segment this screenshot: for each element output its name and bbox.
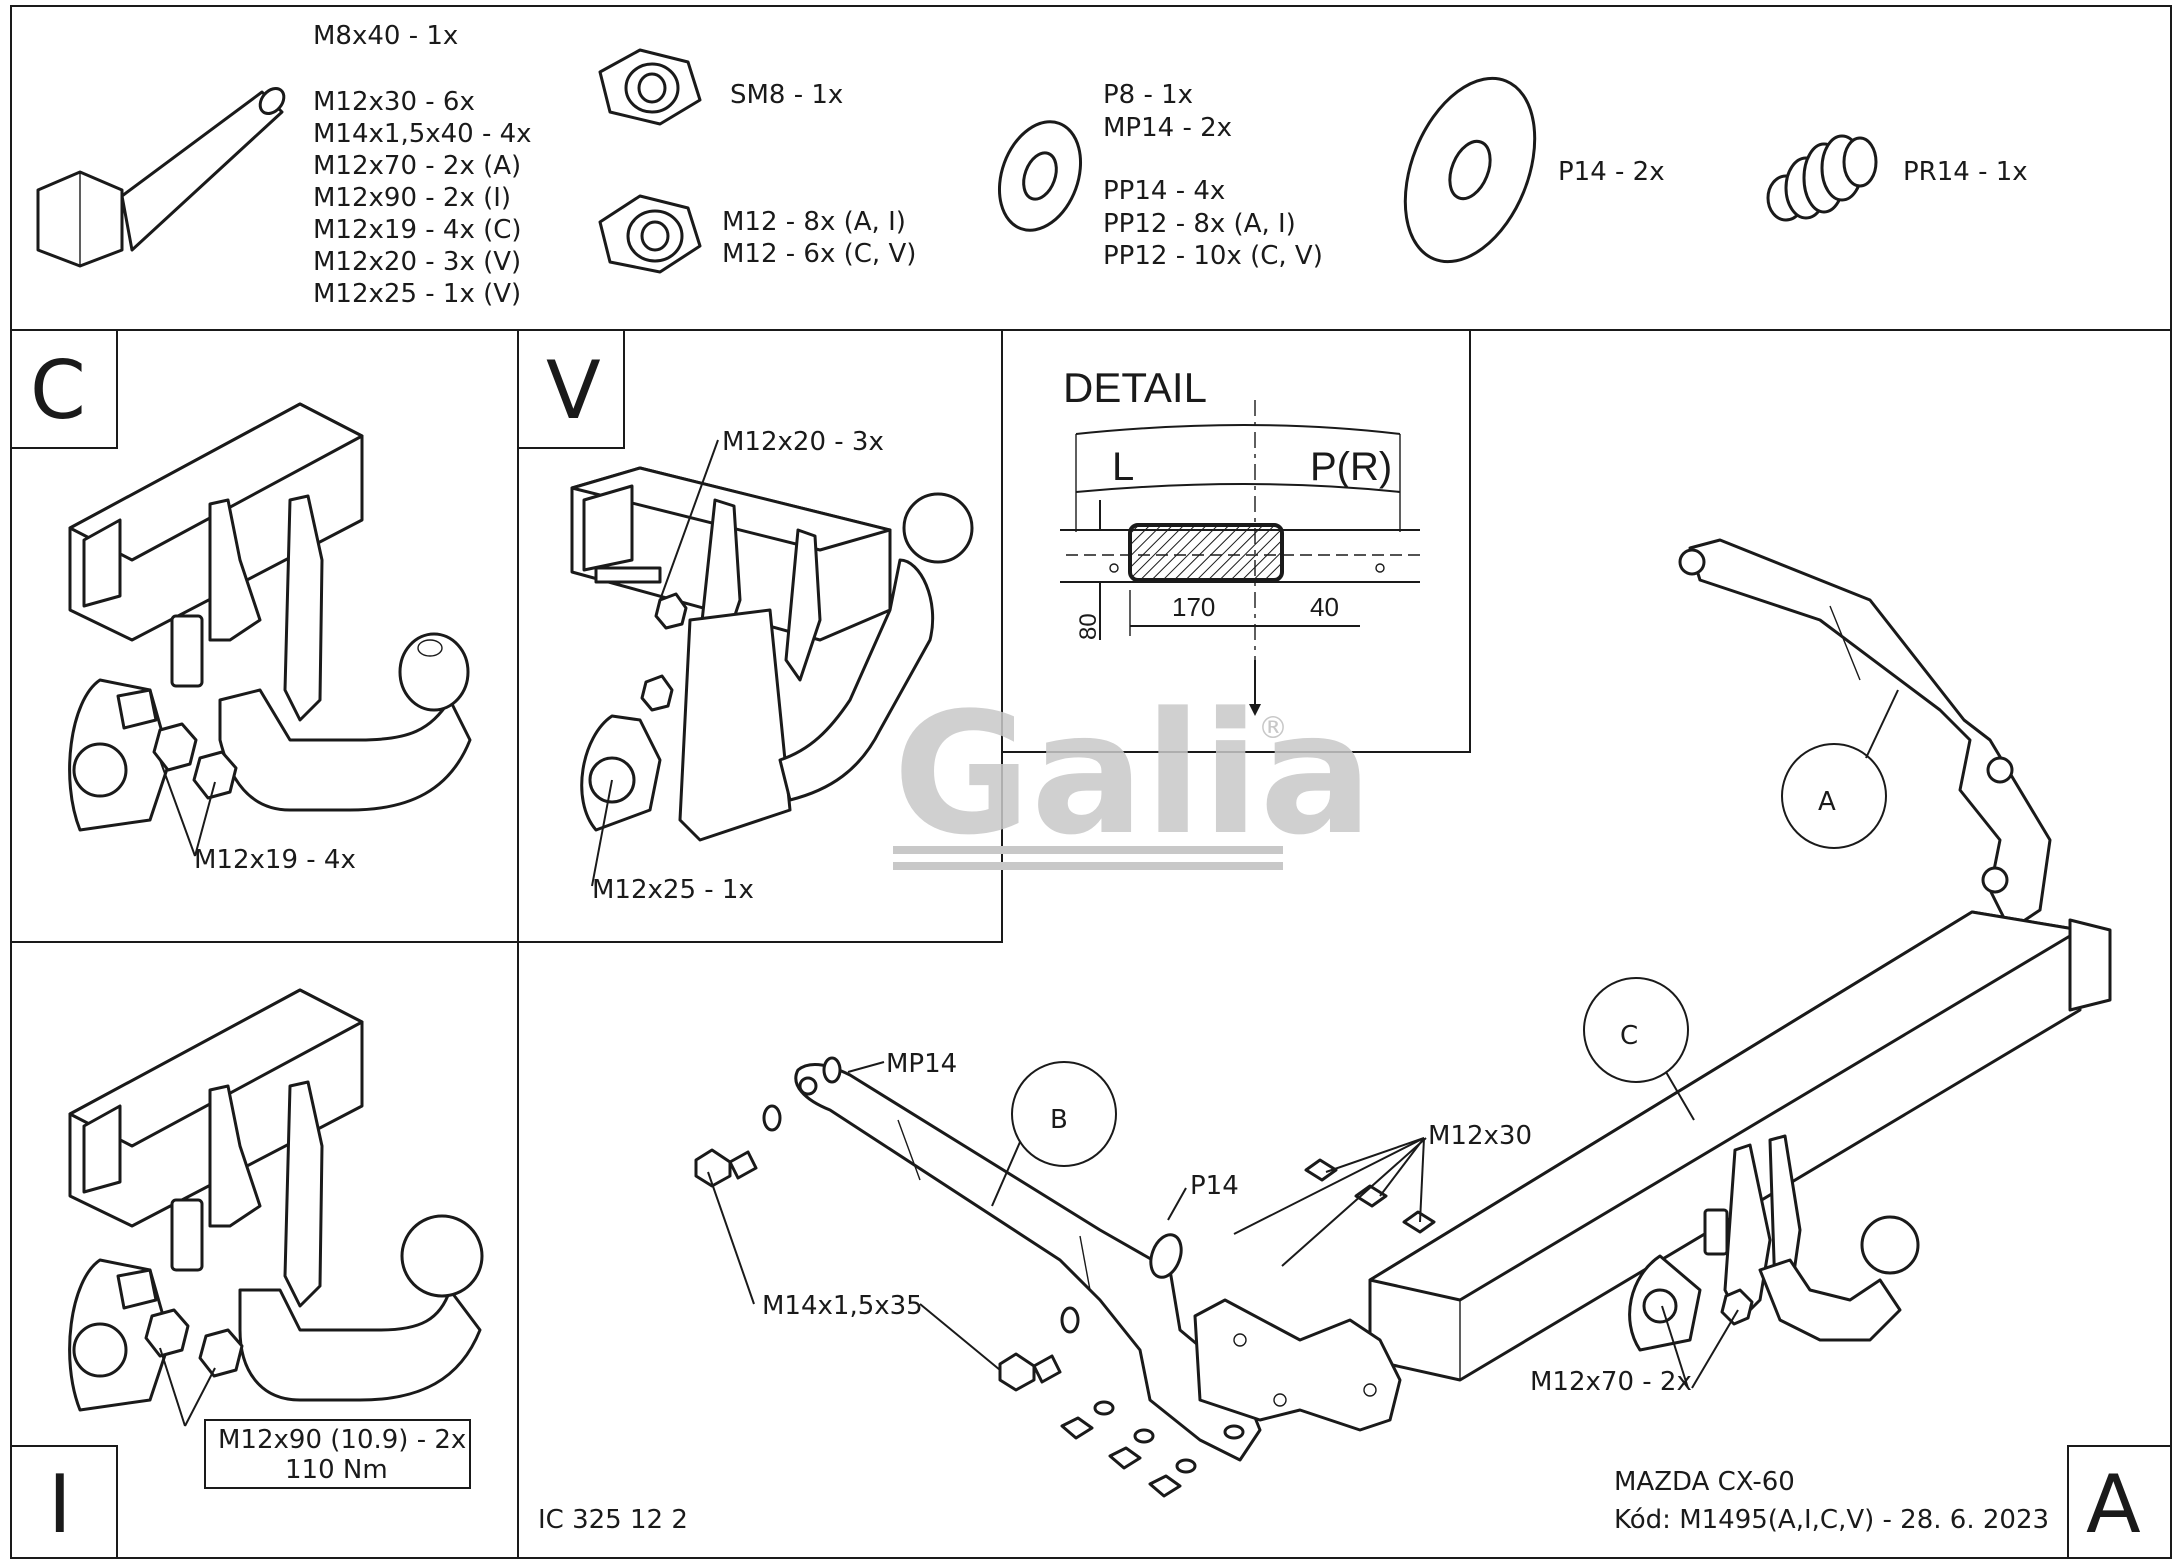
bolt-label-7: M12x20 - 3x (V) <box>313 247 521 277</box>
spring-washer-icon <box>1766 134 1878 222</box>
bolt-label-5: M12x90 - 2x (I) <box>313 183 511 213</box>
panel-v-callout-top: M12x20 - 3x <box>722 427 884 457</box>
nut-label-2: M12 - 6x (C, V) <box>722 239 916 269</box>
bubble-b <box>1011 1061 1117 1167</box>
panel-i: I M12x90 (10.9) - 2x 110 Nm <box>10 988 484 1559</box>
detail-right-label: P(R) <box>1310 445 1392 489</box>
bubble-a-label: A <box>1818 787 1836 817</box>
detail-title: DETAIL <box>1063 364 1207 411</box>
title-block: IC 325 12 2 MAZDA CX-60 Kód: M1495(A,I,C… <box>538 1445 2172 1559</box>
bubble-a <box>1781 743 1887 849</box>
washer-label-3: PP14 - 4x <box>1103 176 1225 206</box>
callout-m12x70: M12x70 - 2x <box>1530 1367 1692 1397</box>
nut-label-1: M12 - 8x (A, I) <box>722 207 906 237</box>
side-bracket-b <box>794 1063 1262 1462</box>
main-assembly: A B C MP14 P14 M12x30 M14x1,5x35 M12x70 … <box>694 538 2112 1498</box>
bolt-label-6: M12x19 - 4x (C) <box>313 215 522 245</box>
callout-m12x30: M12x30 <box>1428 1121 1532 1151</box>
washer-label-4: PP12 - 8x (A, I) <box>1103 209 1296 239</box>
panel-v-callout-bottom: M12x25 - 1x <box>592 875 754 905</box>
washer-icon <box>997 120 1083 232</box>
callout-m14: M14x1,5x35 <box>762 1291 923 1321</box>
panel-c: C M12x19 - 4x <box>10 329 472 875</box>
drawing-frame <box>10 5 2172 1559</box>
tow-bar-assembly-v <box>570 466 974 842</box>
side-bracket-a <box>1678 538 2052 932</box>
detail-panel: DETAIL L P(R) 80 170 40 <box>1060 364 1420 716</box>
parts-list: M8x40 - 1x M12x30 - 6x M14x1,5x40 - 4x M… <box>36 21 2028 309</box>
tow-bar-assembly-c <box>68 402 472 832</box>
drawing-code-right: Kód: M1495(A,I,C,V) - 28. 6. 2023 <box>1614 1505 2049 1535</box>
watermark-text: Galia <box>893 676 1373 872</box>
callout-p14: P14 <box>1190 1171 1239 1201</box>
panel-v-letter: V <box>546 344 601 437</box>
bubble-c <box>1583 977 1689 1083</box>
detail-height-dimension: 80 <box>1075 613 1102 640</box>
watermark-mark: ® <box>1258 711 1288 746</box>
panel-c-letter: C <box>30 344 86 437</box>
detail-left-label: L <box>1112 445 1134 489</box>
washer-label-2: MP14 - 2x <box>1103 113 1232 143</box>
nut-icon <box>598 194 702 274</box>
panel-i-letter: I <box>48 1458 72 1551</box>
self-locking-nut-icon <box>598 48 702 126</box>
drawing-code-left: IC 325 12 2 <box>538 1505 688 1535</box>
panel-c-callout: M12x19 - 4x <box>194 845 356 875</box>
end-plate <box>1193 1298 1402 1432</box>
panel-i-callout-line2: 110 Nm <box>285 1455 388 1485</box>
galia-watermark: Galia ® <box>893 676 1373 872</box>
bolt-label-1: M8x40 - 1x <box>313 21 458 51</box>
spring-washer-label: PR14 - 1x <box>1903 157 2028 187</box>
washer-label-1: P8 - 1x <box>1103 80 1193 110</box>
ball-mount <box>1628 1134 1920 1352</box>
callout-mp14: MP14 <box>886 1049 957 1079</box>
bolt-label-3: M14x1,5x40 - 4x <box>313 119 532 149</box>
large-washer-icon <box>1403 76 1537 264</box>
panel-i-callout-line1: M12x90 (10.9) - 2x <box>218 1425 466 1455</box>
vehicle-model: MAZDA CX-60 <box>1614 1467 1795 1497</box>
detail-width-dimension: 170 <box>1172 592 1215 622</box>
bubble-b-label: B <box>1050 1105 1068 1135</box>
self-lock-nut-label: SM8 - 1x <box>730 80 843 110</box>
detail-offset-dimension: 40 <box>1310 592 1339 622</box>
large-washer-label: P14 - 2x <box>1558 157 1665 187</box>
bolt-label-4: M12x70 - 2x (A) <box>313 151 521 181</box>
bubble-c-label: C <box>1620 1021 1638 1051</box>
bolt-label-2: M12x30 - 6x <box>313 87 475 117</box>
panel-v: V M12x20 - 3x M12x25 - 1x <box>517 329 974 905</box>
fasteners <box>694 1056 1436 1498</box>
bolt-label-8: M12x25 - 1x (V) <box>313 279 521 309</box>
bolt-icon <box>36 86 286 268</box>
washer-label-5: PP12 - 10x (C, V) <box>1103 241 1323 271</box>
corner-letter: A <box>2086 1458 2141 1551</box>
tow-bar-assembly-i <box>68 988 484 1412</box>
